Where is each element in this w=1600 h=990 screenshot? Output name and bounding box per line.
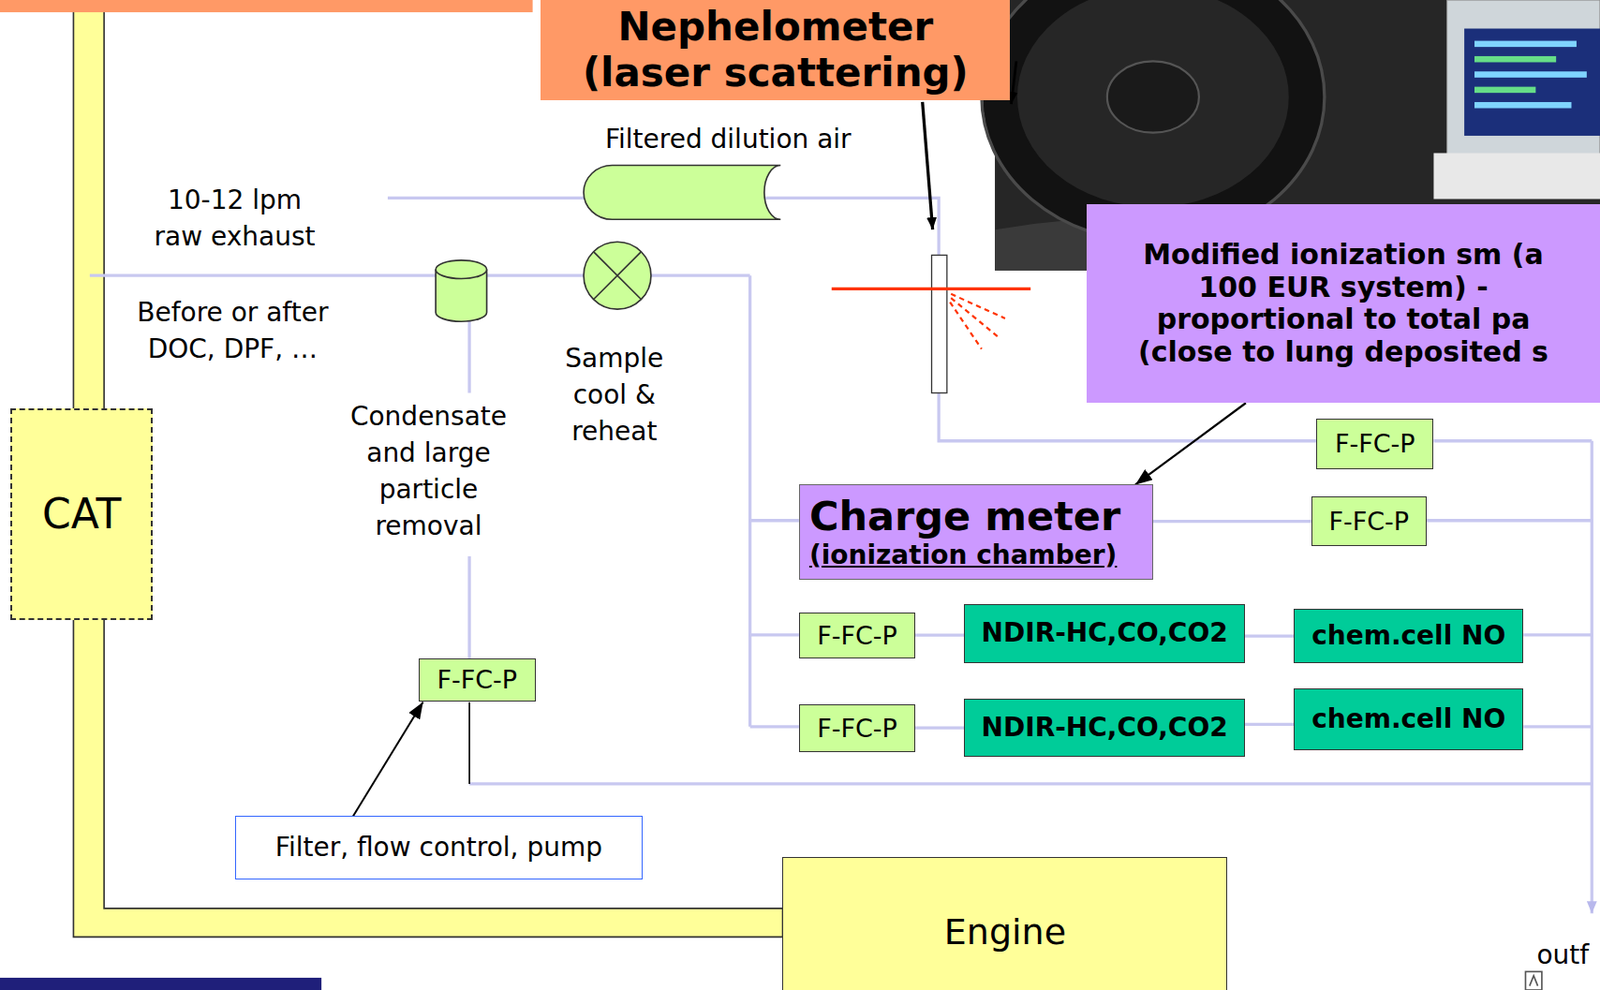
pump-outlet — [468, 702, 471, 785]
leader-arrow — [1010, 60, 1016, 104]
outflow-line — [1523, 633, 1592, 637]
annotation-label: Filtered dilution air — [605, 120, 852, 158]
sample-line — [1153, 519, 1312, 523]
logo-glyph — [1529, 976, 1539, 987]
note-box: Filter, flow control, pump — [235, 815, 644, 880]
callout-arrow — [353, 701, 424, 816]
screen-row — [1474, 87, 1536, 94]
footer-bar — [0, 977, 322, 990]
box-label: CAT — [42, 490, 121, 539]
cooler-circle — [583, 241, 652, 310]
header-banner — [0, 0, 534, 13]
box-label: Charge meter — [809, 493, 1121, 540]
title-box: Nephelometer (laser scattering) — [540, 0, 1010, 101]
annotation-label: 10-12 lpm raw exhaust — [147, 181, 324, 255]
outflow-collector — [1590, 441, 1594, 915]
logo-mark — [1525, 971, 1541, 990]
instrument-box: Charge meter(ionization chamber) — [799, 484, 1154, 579]
outflow-line — [1433, 439, 1592, 443]
foam-block — [1433, 152, 1600, 199]
annotation-label: Before or after DOC, DPF, … — [123, 294, 341, 368]
logo-frame — [1525, 971, 1541, 990]
pump-box: F-FC-P — [799, 704, 916, 753]
box-label: Filter, flow control, pump — [275, 832, 603, 863]
box-label: Nephelometer (laser scattering) — [564, 4, 987, 96]
box-label: F-FC-P — [816, 621, 898, 651]
scatter-ray — [950, 294, 1006, 319]
cooler-cross — [593, 251, 641, 299]
box-label: F-FC-P — [1334, 429, 1416, 459]
scatter-ray — [950, 297, 998, 337]
pump-box: F-FC-P — [1316, 418, 1434, 470]
box-label: Modified ionization sm (a 100 EUR system… — [1135, 238, 1553, 369]
cooler-symbol — [583, 241, 652, 310]
nephelometer-tube — [932, 254, 948, 393]
leader-arrow — [922, 102, 934, 230]
scatter-ray — [949, 302, 982, 350]
analyzer-box: chem.cell NO — [1293, 688, 1524, 750]
wheel-hub — [1107, 60, 1200, 133]
outflow-line — [1523, 725, 1592, 728]
branch-line — [750, 518, 800, 522]
engine-box: Engine — [782, 857, 1228, 990]
laser-beam — [831, 287, 1031, 291]
condensate-line — [467, 556, 471, 659]
outflow-line — [1426, 518, 1592, 522]
sample-line — [1244, 635, 1294, 638]
screen-row — [1474, 71, 1587, 78]
sample-line — [1244, 723, 1294, 726]
condensate-trap — [435, 260, 487, 322]
analyzer-box: NDIR-HC,CO,CO2 — [963, 604, 1245, 664]
condensate-line — [467, 321, 471, 393]
sample-lines — [89, 197, 1592, 914]
note-box: Modified ionization sm (a 100 EUR system… — [1086, 204, 1600, 403]
device-case — [1447, 0, 1600, 179]
box-label: F-FC-P — [816, 713, 898, 743]
analyzer-box: chem.cell NO — [1293, 608, 1524, 664]
device-screen — [1464, 29, 1600, 136]
pump-box: F-FC-P — [1311, 496, 1427, 546]
annotation-label: Condensate and large particle removal — [337, 398, 520, 546]
box-label: chem.cell NO — [1311, 704, 1506, 735]
box-label: F-FC-P — [1328, 506, 1409, 536]
dilution-filter — [583, 165, 781, 221]
screen-row — [1474, 56, 1556, 63]
pump-box: F-FC-P — [418, 658, 536, 703]
screen-row — [1474, 41, 1577, 48]
annotation-label: Sample cool & reheat — [553, 340, 676, 451]
trap-top — [435, 260, 487, 280]
branch-line — [748, 275, 752, 727]
catalyst-box: CAT — [10, 408, 154, 622]
box-subtitle: (ionization chamber) — [809, 540, 1118, 571]
sample-line — [915, 633, 964, 637]
box-label: NDIR-HC,CO,CO2 — [981, 618, 1229, 649]
branch-line — [750, 633, 800, 637]
box-label: Engine — [944, 912, 1067, 954]
callout-arrow — [1135, 402, 1246, 485]
screen-row — [1474, 102, 1571, 109]
branch-line — [750, 725, 800, 728]
box-label: F-FC-P — [436, 665, 518, 695]
box-label: chem.cell NO — [1311, 621, 1506, 652]
annotation-label: outf — [1536, 936, 1589, 974]
sample-line — [915, 726, 964, 730]
scatter-rays — [949, 294, 1006, 350]
steering-wheel — [1000, 0, 1307, 225]
pump-box: F-FC-P — [799, 612, 916, 659]
pump-line — [469, 782, 1592, 786]
analyzer-box: NDIR-HC,CO,CO2 — [963, 698, 1245, 757]
box-label: NDIR-HC,CO,CO2 — [981, 712, 1229, 743]
